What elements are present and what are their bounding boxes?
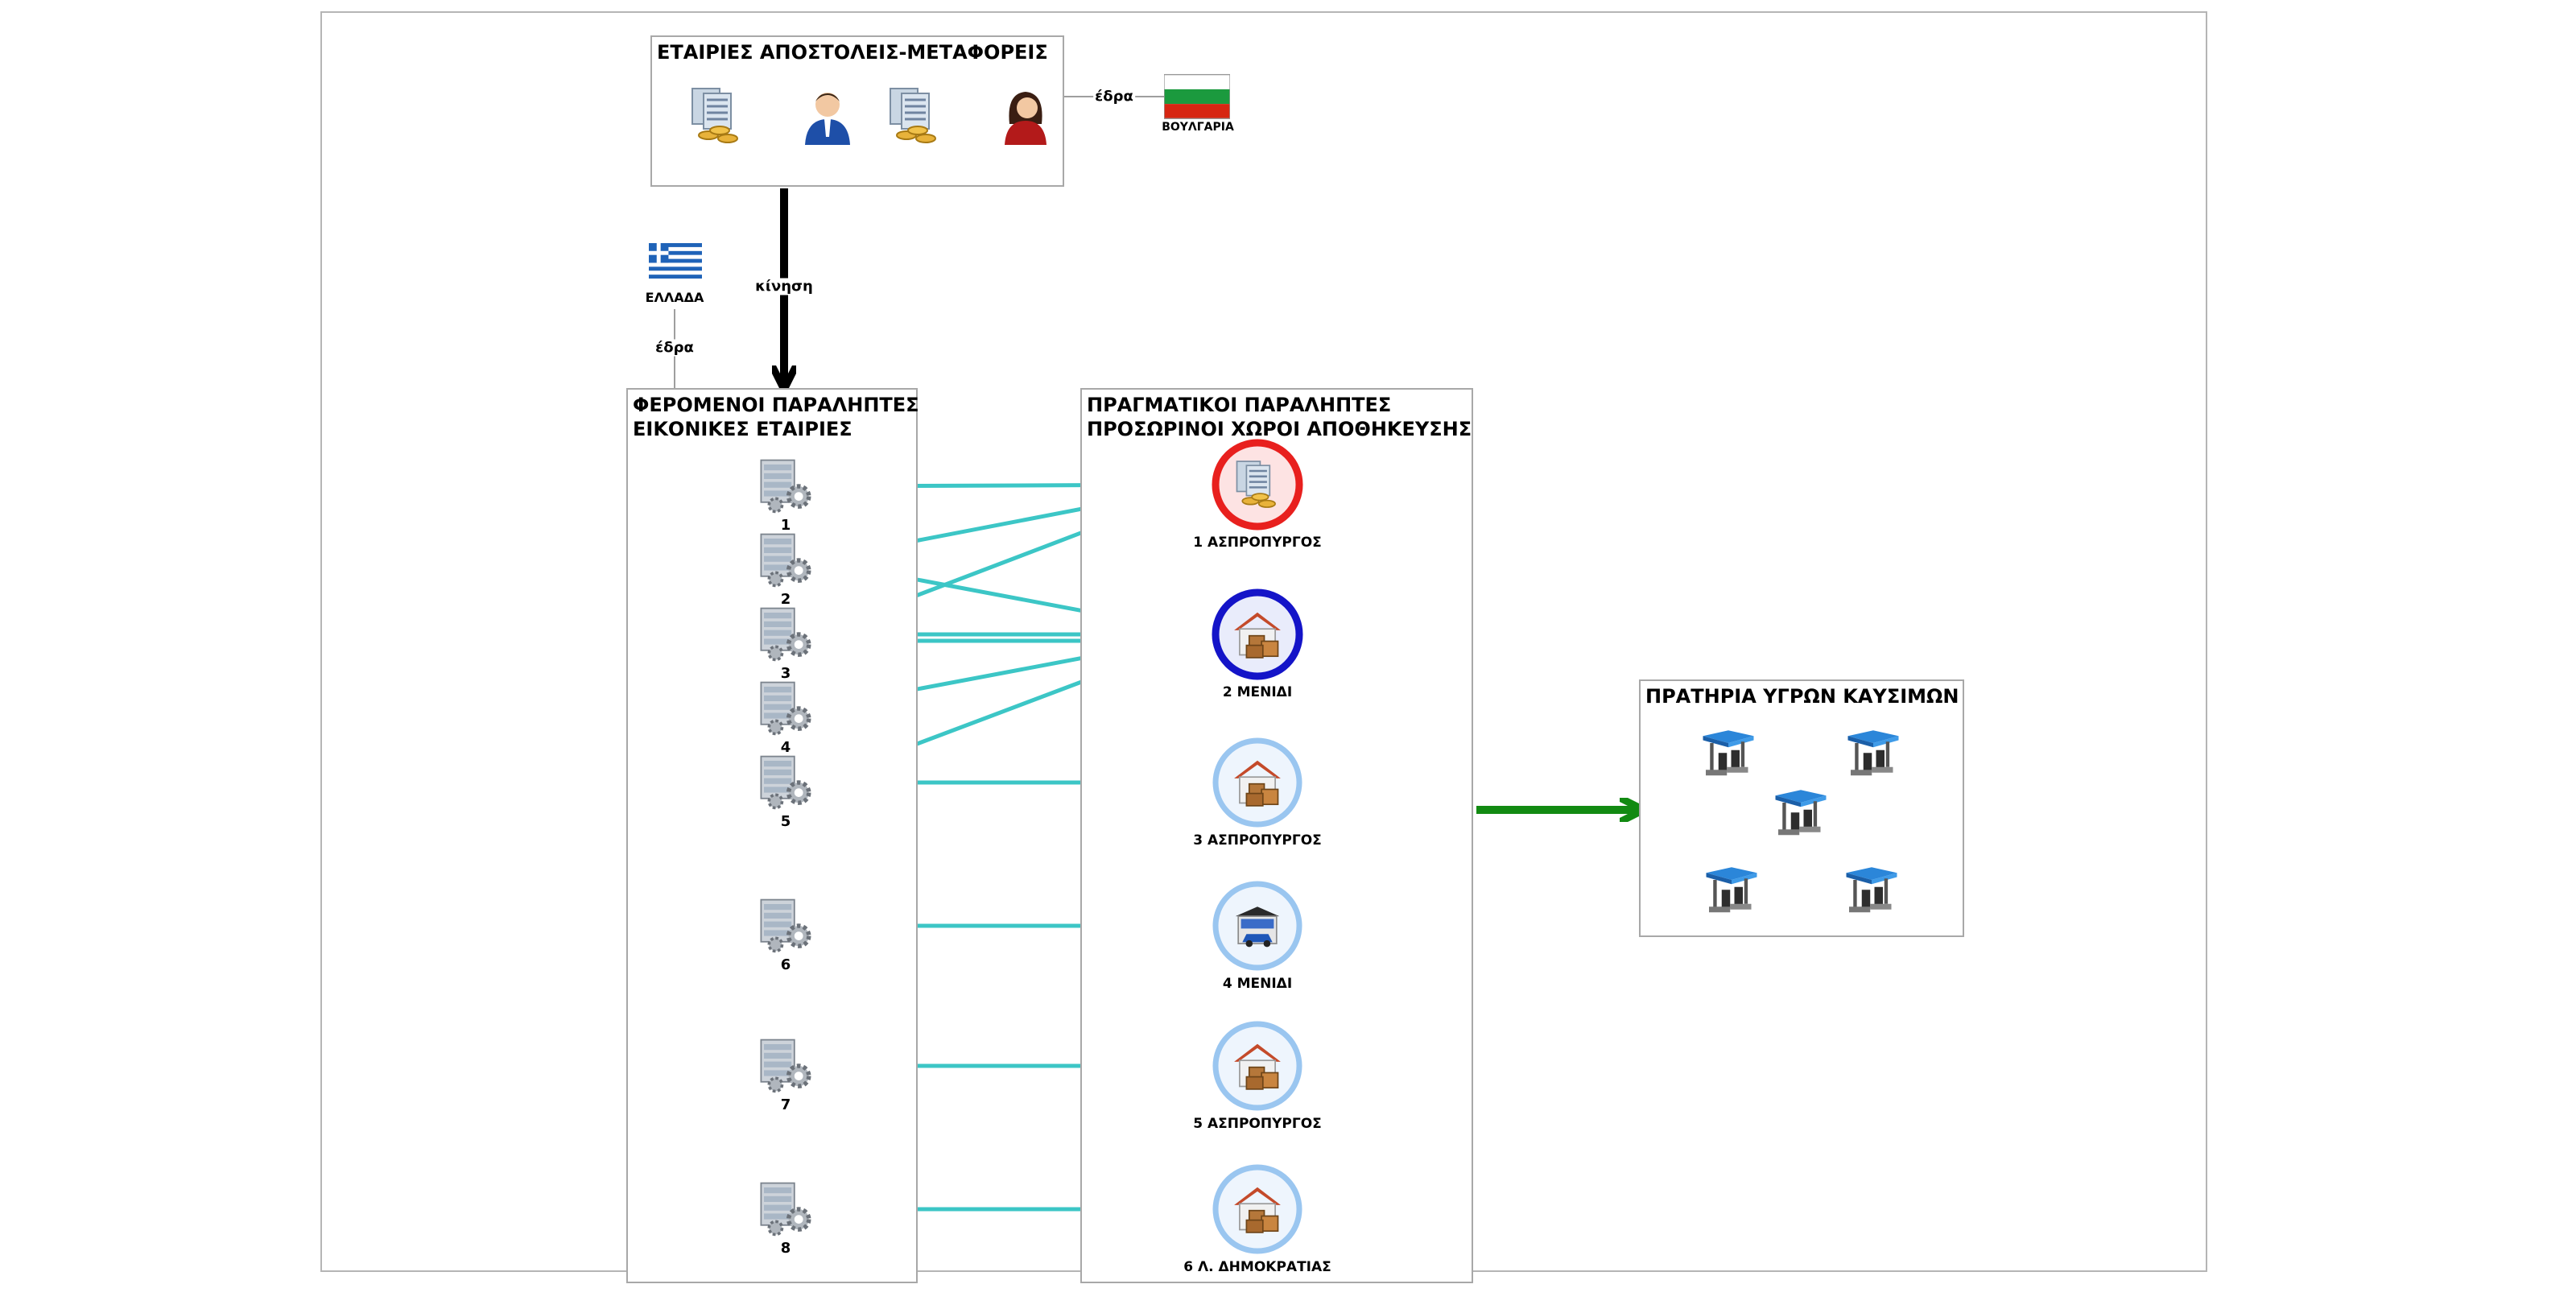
actual-recipients-box: ΠΡΑΓΜΑΤΙΚΟΙ ΠΑΡΑΛΗΠΤΕΣ ΠΡΟΣΩΡΙΝΟΙ ΧΩΡΟΙ … bbox=[1080, 388, 1473, 1283]
nominal-recipients-box: ΦΕΡΟΜΕΝΟΙ ΠΑΡΑΛΗΠΤΕΣ ΕΙΚΟΝΙΚΕΣ ΕΤΑΙΡΙΕΣ bbox=[626, 388, 919, 1283]
actual-title-line1: ΠΡΑΓΜΑΤΙΚΟΙ ΠΑΡΑΛΗΠΤΕΣ bbox=[1087, 394, 1392, 416]
stations-title: ΠΡΑΤΗΡΙΑ ΥΓΡΩΝ ΚΑΥΣΙΜΩΝ bbox=[1645, 685, 1959, 708]
company-label-6: 6 bbox=[780, 956, 791, 973]
gas-station-icon bbox=[1843, 863, 1900, 919]
bulgaria-label: ΒΟΥΛΓΑΡΙΑ bbox=[1162, 121, 1234, 134]
company-label-2: 2 bbox=[780, 591, 791, 608]
server-gear-icon bbox=[757, 897, 815, 955]
server-gear-icon bbox=[757, 1180, 815, 1238]
warehouse-node-4 bbox=[1212, 881, 1302, 971]
warehouse-label-1: 1 ΑΣΠΡΟΠΥΡΓΟΣ bbox=[1193, 535, 1322, 551]
server-gear-icon bbox=[757, 531, 815, 589]
server-stack-icon bbox=[1236, 460, 1277, 509]
warehouse-node-5 bbox=[1212, 1021, 1302, 1111]
warehouse-label-4: 4 ΜΕΝΙΔΙ bbox=[1222, 976, 1293, 992]
businesswoman-icon bbox=[993, 84, 1058, 148]
server-stack-icon bbox=[882, 84, 947, 148]
company-label-8: 8 bbox=[780, 1240, 791, 1257]
businessman-icon bbox=[795, 84, 860, 148]
company-label-7: 7 bbox=[780, 1096, 791, 1113]
server-stack-icon bbox=[684, 84, 749, 148]
bulgaria-edge-label: έδρα bbox=[1093, 88, 1135, 105]
server-gear-icon bbox=[757, 754, 815, 811]
warehouse-label-5: 5 ΑΣΠΡΟΠΥΡΓΟΣ bbox=[1193, 1116, 1322, 1132]
warehouse-node-6 bbox=[1212, 1164, 1302, 1254]
nominal-title-line1: ΦΕΡΟΜΕΝΟΙ ΠΑΡΑΛΗΠΤΕΣ bbox=[633, 394, 919, 416]
stations-box: ΠΡΑΤΗΡΙΑ ΥΓΡΩΝ ΚΑΥΣΙΜΩΝ bbox=[1639, 679, 1964, 937]
server-gear-icon bbox=[757, 679, 815, 737]
warehouse-node-3 bbox=[1212, 737, 1302, 828]
senders-title: ΕΤΑΙΡΙΕΣ ΑΠΟΣΤΟΛΕΙΣ-ΜΕΤΑΦΟΡΕΙΣ bbox=[657, 41, 1048, 64]
warehouse-node-1 bbox=[1212, 439, 1303, 531]
actual-title-line2: ΠΡΟΣΩΡΙΝΟΙ ΧΩΡΟΙ ΑΠΟΘΗΚΕΥΣΗΣ bbox=[1087, 418, 1472, 440]
company-label-1: 1 bbox=[780, 517, 791, 534]
warehouse-node-2 bbox=[1212, 588, 1303, 680]
company-label-3: 3 bbox=[780, 665, 791, 682]
company-label-5: 5 bbox=[780, 813, 791, 830]
greece-edge-label: έδρα bbox=[654, 339, 696, 357]
nominal-title-line2: ΕΙΚΟΝΙΚΕΣ ΕΤΑΙΡΙΕΣ bbox=[633, 418, 852, 440]
greece-flag-icon bbox=[649, 242, 702, 280]
motion-label: κίνηση bbox=[753, 278, 815, 295]
warehouse-label-2: 2 ΜΕΝΙΔΙ bbox=[1222, 684, 1293, 700]
warehouse-label-6: 6 Λ. ΔΗΜΟΚΡΑΤΙΑΣ bbox=[1183, 1259, 1331, 1275]
server-gear-icon bbox=[757, 1037, 815, 1095]
bulgaria-flag-icon bbox=[1164, 72, 1230, 121]
gas-station-icon bbox=[1703, 863, 1760, 919]
gas-station-icon bbox=[1845, 726, 1901, 783]
company-label-4: 4 bbox=[780, 739, 791, 756]
senders-box: ΕΤΑΙΡΙΕΣ ΑΠΟΣΤΟΛΕΙΣ-ΜΕΤΑΦΟΡΕΙΣ bbox=[650, 35, 1064, 187]
greece-label: ΕΛΛΑΔΑ bbox=[645, 290, 704, 305]
gas-station-icon bbox=[1700, 726, 1757, 783]
server-gear-icon bbox=[757, 605, 815, 663]
server-gear-icon bbox=[757, 457, 815, 515]
gas-station-icon bbox=[1773, 786, 1829, 842]
warehouse-label-3: 3 ΑΣΠΡΟΠΥΡΓΟΣ bbox=[1193, 832, 1322, 849]
